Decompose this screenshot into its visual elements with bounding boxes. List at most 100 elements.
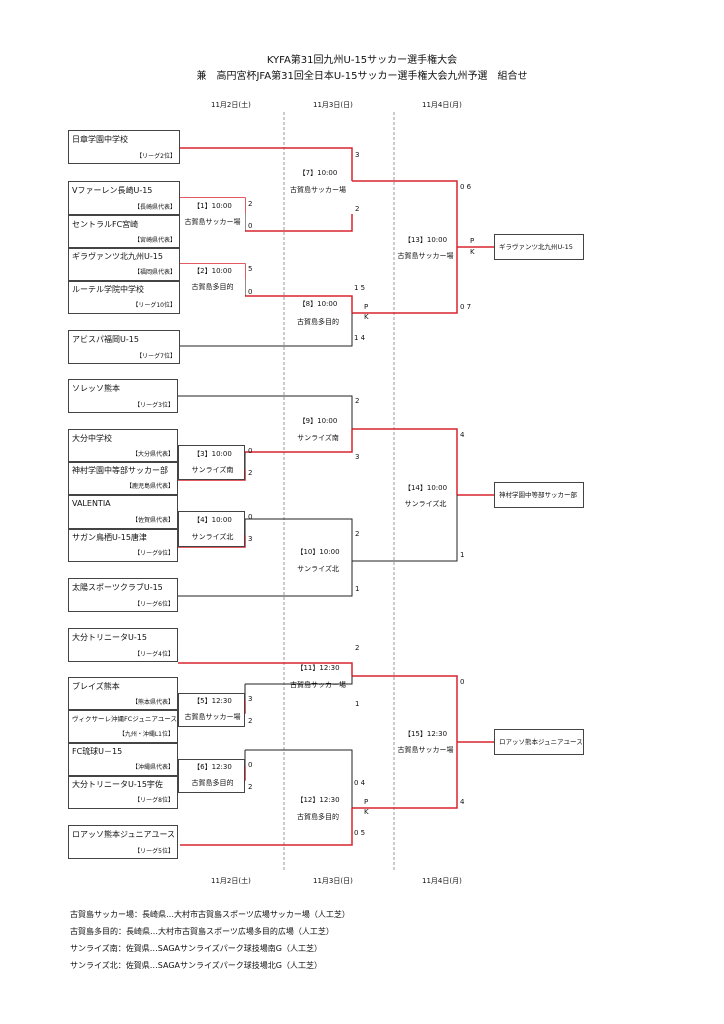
score: 2: [248, 783, 253, 791]
team-qualifier: 【リーグ7位】: [136, 353, 176, 360]
score: 1: [355, 700, 360, 708]
match-venue: 古賀島サッカー場: [184, 218, 241, 226]
team-qualifier: 【リーグ6位】: [134, 601, 174, 608]
score-pk: K: [364, 313, 369, 321]
day-footer-1: 11月2日(土): [211, 877, 251, 885]
score: 3: [355, 151, 360, 159]
team-box: ギラヴァンツ北九州U-15 【福岡県代表】: [68, 248, 180, 281]
team-name: 太陽スポーツクラブU-15: [72, 583, 163, 592]
score: 0: [248, 222, 253, 230]
score: 0 5: [354, 829, 366, 837]
match-5: 【5】12:30 古賀島サッカー場: [178, 693, 245, 727]
team-qualifier: 【沖縄県代表】: [131, 764, 174, 771]
match-id: 【5】12:30: [193, 697, 232, 705]
match-id: 【14】10:00: [403, 484, 448, 492]
day-footer-2: 11月3日(日): [313, 877, 353, 885]
match-id: 【8】10:00: [298, 300, 338, 308]
match-venue: 古賀島サッカー場: [397, 746, 454, 754]
score: 3: [248, 535, 253, 543]
match-id: 【1】10:00: [193, 202, 232, 210]
score: 1: [460, 551, 465, 559]
team-box: ルーテル学院中学校 【リーグ10位】: [68, 281, 180, 314]
team-box: 大分トリニータU-15 【リーグ4位】: [68, 628, 178, 662]
match-venue: サンライズ北: [191, 533, 234, 541]
team-qualifier: 【福岡県代表】: [133, 269, 176, 276]
team-name: ソレッソ熊本: [72, 384, 120, 393]
day-header-2: 11月3日(日): [313, 101, 353, 109]
score: 0 6: [460, 183, 472, 191]
team-qualifier: 【鹿児島県代表】: [125, 483, 174, 490]
team-name: 大分トリニータU-15: [72, 633, 147, 642]
match-venue: 古賀島多目的: [191, 283, 234, 291]
score: 0: [248, 288, 253, 296]
team-box: ブレイズ熊本 【熊本県代表】: [68, 677, 178, 710]
score: 0 7: [460, 303, 472, 311]
match-id: 【4】10:00: [193, 516, 232, 524]
day-dividers: [283, 112, 395, 872]
match-id: 【11】12:30: [296, 664, 340, 672]
match-id: 【9】10:00: [298, 417, 338, 425]
score: 2: [248, 469, 253, 477]
score-pk: P: [470, 237, 475, 245]
match-venue: サンライズ北: [297, 565, 339, 573]
match-id: 【2】10:00: [193, 267, 232, 275]
team-box: VALENTIA 【佐賀県代表】: [68, 495, 178, 529]
venue-note: サンライズ北：佐賀県…SAGAサンライズパーク球技場北G（人工芝）: [70, 961, 322, 970]
team-name: ロアッソ熊本ジュニアユース: [72, 830, 176, 839]
match-venue: サンライズ南: [191, 466, 234, 474]
score: 0 4: [354, 779, 366, 787]
team-box: FC琉球U－15 【沖縄県代表】: [68, 743, 178, 776]
match-id: 【6】12:30: [193, 763, 232, 771]
team-qualifier: 【リーグ5位】: [134, 848, 174, 855]
winner-box: 神村学園中等部サッカー部: [494, 482, 584, 508]
match-venue: 古賀島サッカー場: [290, 186, 346, 194]
team-name: FC琉球U－15: [72, 747, 123, 756]
team-qualifier: 【リーグ9位】: [134, 550, 174, 557]
team-name: ヴィクサーレ沖縄FCジュニアユース: [72, 715, 177, 723]
team-box: 神村学園中等部サッカー部 【鹿児島県代表】: [68, 462, 178, 495]
team-qualifier: 【リーグ3位】: [134, 402, 174, 409]
winner-name: 神村学園中等部サッカー部: [499, 491, 577, 499]
match-4: 【4】10:00 サンライズ北: [178, 511, 245, 547]
page-subtitle: 兼 高円宮杯JFA第31回全日本U-15サッカー選手権大会九州予選 組合せ: [196, 71, 528, 82]
score: 2: [248, 200, 253, 208]
match-venue: 古賀島多目的: [297, 318, 339, 326]
match-id: 【10】10:00: [296, 548, 340, 556]
team-qualifier: 【リーグ8位】: [134, 797, 174, 804]
venue-note: 古賀島サッカー場：長崎県…大村市古賀島スポーツ広場サッカー場（人工芝）: [70, 910, 350, 919]
score: 3: [248, 695, 253, 703]
score: 4: [460, 431, 465, 439]
score: 2: [248, 717, 253, 725]
team-name: アビスパ福岡U-15: [72, 335, 139, 344]
match-venue: 古賀島サッカー場: [397, 252, 454, 260]
team-qualifier: 【宮崎県代表】: [133, 237, 176, 244]
team-box: 日章学園中学校 【リーグ2位】: [68, 130, 180, 164]
match-venue: サンライズ南: [297, 434, 339, 442]
match-venue: サンライズ北: [404, 500, 447, 508]
match-venue: 古賀島多目的: [191, 779, 234, 787]
team-box: 太陽スポーツクラブU-15 【リーグ6位】: [68, 578, 178, 612]
day-footer-3: 11月4日(月): [422, 877, 462, 885]
match-id: 【13】10:00: [403, 236, 448, 244]
team-box: ヴィクサーレ沖縄FCジュニアユース 【九州・沖縄L1位】: [68, 710, 178, 743]
team-name: ルーテル学院中学校: [72, 285, 144, 294]
venue-note: サンライズ南：佐賀県…SAGAサンライズパーク球技場南G（人工芝）: [70, 944, 322, 953]
score: 2: [355, 205, 360, 213]
match-id: 【12】12:30: [296, 796, 340, 804]
score: 0: [460, 678, 465, 686]
team-qualifier: 【リーグ4位】: [134, 651, 174, 658]
score-pk: P: [364, 798, 369, 806]
team-name: ギラヴァンツ北九州U-15: [72, 252, 163, 261]
team-name: ブレイズ熊本: [72, 682, 120, 691]
score: 0: [248, 513, 253, 521]
team-qualifier: 【九州・沖縄L1位】: [118, 731, 174, 738]
day-header-3: 11月4日(月): [422, 101, 462, 109]
score: 1 4: [354, 334, 366, 342]
team-name: セントラルFC宮崎: [72, 220, 139, 229]
score: 2: [355, 397, 360, 405]
score-pk: K: [364, 808, 369, 816]
match-1: 【1】10:00 古賀島サッカー場: [180, 198, 245, 231]
team-box: 大分トリニータU-15宇佐 【リーグ8位】: [68, 776, 178, 809]
score-pk: K: [470, 248, 475, 256]
score: 0: [248, 761, 253, 769]
